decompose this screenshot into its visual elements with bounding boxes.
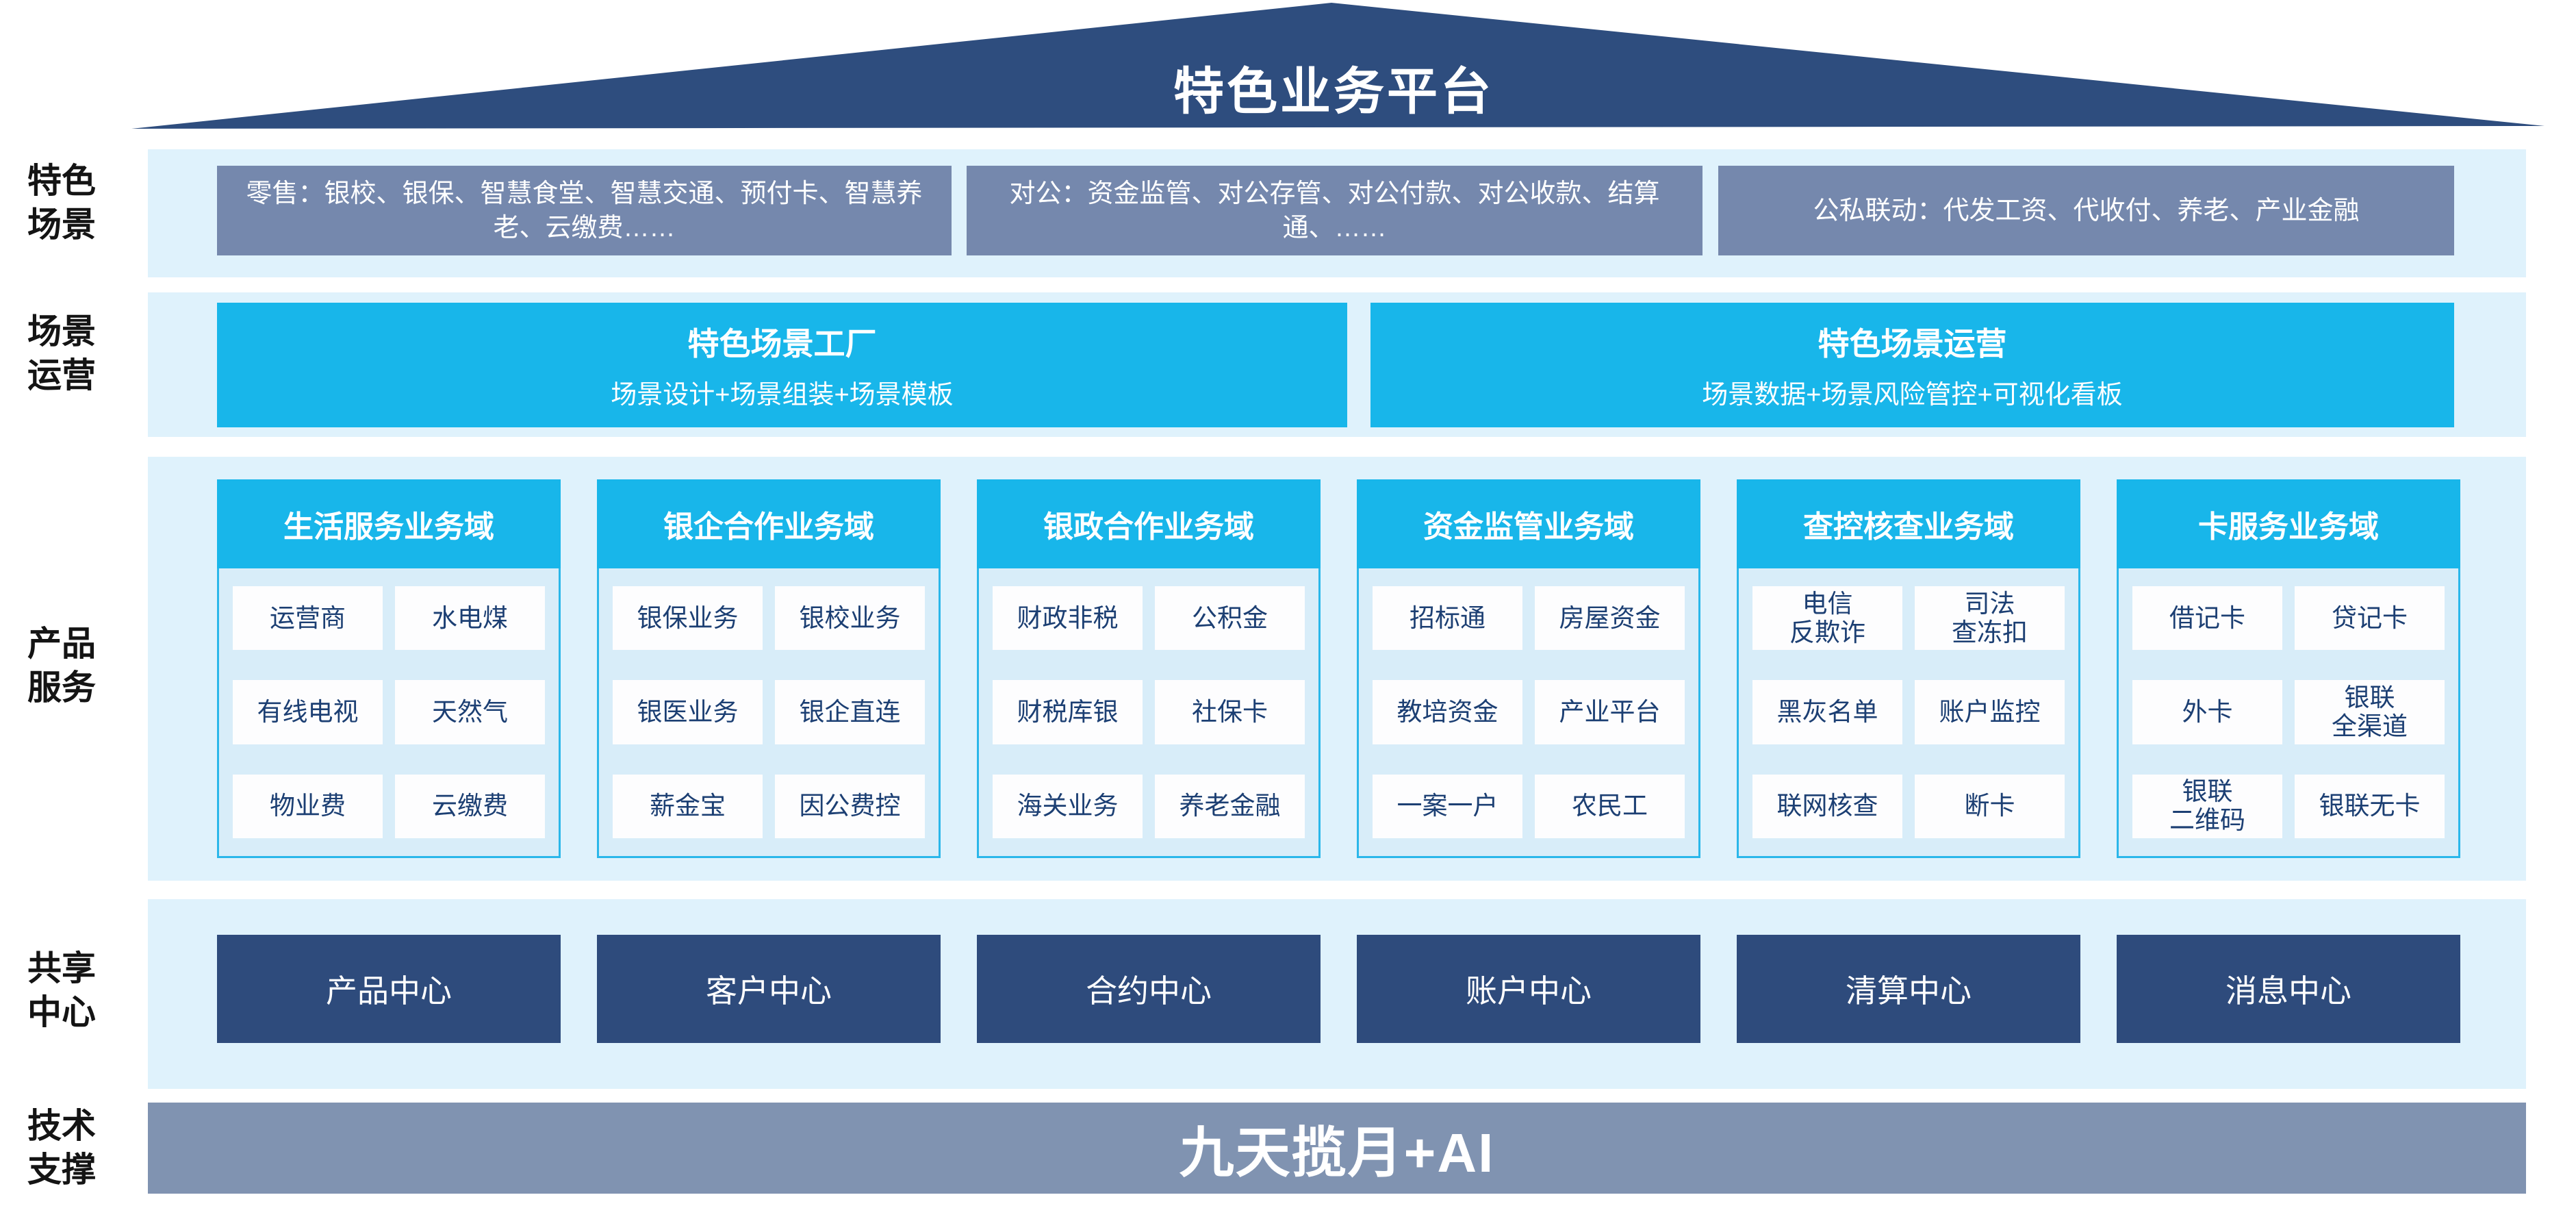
domain-item: 产业平台	[1535, 680, 1685, 744]
center-box-clearing: 清算中心	[1737, 935, 2080, 1043]
domain-item: 云缴费	[395, 774, 545, 838]
domain-bank-enterprise-header: 银企合作业务域	[597, 479, 941, 568]
domain-item: 一案一户	[1373, 774, 1522, 838]
domain-item: 运营商	[233, 586, 383, 651]
scenario-box-public-private: 公私联动：代发工资、代收付、养老、产业金融	[1718, 166, 2454, 255]
scenario-factory-subtitle: 场景设计+场景组装+场景模板	[611, 380, 954, 410]
domain-item: 借记卡	[2132, 586, 2282, 651]
domain-life-services: 生活服务业务域 运营商 水电煤 有线电视 天然气 物业费 云缴费	[217, 479, 561, 858]
domain-item: 薪金宝	[613, 774, 763, 838]
domain-item: 断卡	[1915, 774, 2065, 838]
domain-item: 银联无卡	[2295, 774, 2445, 838]
scenario-factory-title: 特色场景工厂	[687, 326, 877, 362]
domain-item: 贷记卡	[2295, 586, 2445, 651]
tech-support-bar: 九天揽月+AI	[148, 1103, 2526, 1194]
domain-item: 农民工	[1535, 774, 1685, 838]
domain-item: 黑灰名单	[1752, 680, 1902, 744]
domain-bank-government-panel: 财政非税 公积金 财税库银 社保卡 海关业务 养老金融	[977, 568, 1321, 858]
domain-item: 银联 全渠道	[2295, 680, 2445, 744]
domain-fund-supervision-panel: 招标通 房屋资金 教培资金 产业平台 一案一户 农民工	[1357, 568, 1700, 858]
domain-item: 银企直连	[775, 680, 925, 744]
scenario-band: 零售：银校、银保、智慧食堂、智慧交通、预付卡、智慧养老、云缴费…… 对公：资金监…	[148, 149, 2526, 277]
domain-item: 物业费	[233, 774, 383, 838]
center-box-product: 产品中心	[217, 935, 561, 1043]
domain-item: 因公费控	[775, 774, 925, 838]
domain-item: 银医业务	[613, 680, 763, 744]
domain-life-services-header: 生活服务业务域	[217, 479, 561, 568]
domain-item: 银保业务	[613, 586, 763, 651]
scenario-operation-box: 特色场景运营 场景数据+场景风险管控+可视化看板	[1370, 303, 2454, 427]
domain-item: 账户监控	[1915, 680, 2065, 744]
domain-card-services: 卡服务业务域 借记卡 贷记卡 外卡 银联 全渠道 银联 二维码 银联无卡	[2117, 479, 2460, 858]
side-label-scenarios: 特色 场景	[27, 162, 96, 244]
operation-band: 特色场景工厂 场景设计+场景组装+场景模板 特色场景运营 场景数据+场景风险管控…	[148, 292, 2526, 437]
domain-item: 联网核查	[1752, 774, 1902, 838]
domain-item: 财税库银	[993, 680, 1143, 744]
domain-card-services-header: 卡服务业务域	[2117, 479, 2460, 568]
domain-item: 房屋资金	[1535, 586, 1685, 651]
domain-item: 教培资金	[1373, 680, 1522, 744]
side-label-centers: 共享 中心	[27, 949, 96, 1031]
domain-item: 社保卡	[1155, 680, 1305, 744]
domain-item: 银联 二维码	[2132, 774, 2282, 838]
domain-item: 水电煤	[395, 586, 545, 651]
domain-item: 公积金	[1155, 586, 1305, 651]
domain-item: 有线电视	[233, 680, 383, 744]
domain-card-services-panel: 借记卡 贷记卡 外卡 银联 全渠道 银联 二维码 银联无卡	[2117, 568, 2460, 858]
domain-item: 外卡	[2132, 680, 2282, 744]
domain-item: 财政非税	[993, 586, 1143, 651]
domain-item: 天然气	[395, 680, 545, 744]
scenario-factory-box: 特色场景工厂 场景设计+场景组装+场景模板	[217, 303, 1347, 427]
scenario-box-corporate: 对公：资金监管、对公存管、对公付款、对公收款、结算通、……	[967, 166, 1703, 255]
domain-item: 电信 反欺诈	[1752, 586, 1902, 651]
center-box-account: 账户中心	[1357, 935, 1700, 1043]
scenario-operation-title: 特色场景运营	[1818, 326, 2007, 362]
domain-fund-supervision: 资金监管业务域 招标通 房屋资金 教培资金 产业平台 一案一户 农民工	[1357, 479, 1700, 858]
domain-inspection-verification-header: 查控核查业务域	[1737, 479, 2080, 568]
domain-inspection-verification: 查控核查业务域 电信 反欺诈 司法 查冻扣 黑灰名单 账户监控 联网核查 断卡	[1737, 479, 2080, 858]
domain-bank-government: 银政合作业务域 财政非税 公积金 财税库银 社保卡 海关业务 养老金融	[977, 479, 1321, 858]
domain-bank-government-header: 银政合作业务域	[977, 479, 1321, 568]
scenario-box-retail: 零售：银校、银保、智慧食堂、智慧交通、预付卡、智慧养老、云缴费……	[217, 166, 952, 255]
tech-support-label: 九天揽月+AI	[1179, 1122, 1495, 1183]
center-box-customer: 客户中心	[597, 935, 941, 1043]
centers-band: 产品中心 客户中心 合约中心 账户中心 清算中心 消息中心	[148, 899, 2526, 1089]
side-label-operations: 场景 运营	[27, 312, 96, 394]
product-band: 生活服务业务域 运营商 水电煤 有线电视 天然气 物业费 云缴费 银企合作业务域…	[148, 457, 2526, 881]
domain-inspection-verification-panel: 电信 反欺诈 司法 查冻扣 黑灰名单 账户监控 联网核查 断卡	[1737, 568, 2080, 858]
center-box-contract: 合约中心	[977, 935, 1321, 1043]
platform-title: 特色业务平台	[1173, 63, 1494, 120]
domain-bank-enterprise: 银企合作业务域 银保业务 银校业务 银医业务 银企直连 薪金宝 因公费控	[597, 479, 941, 858]
domain-item: 银校业务	[775, 586, 925, 651]
domain-item: 招标通	[1373, 586, 1522, 651]
side-label-tech: 技术 支撑	[27, 1107, 96, 1189]
side-label-products: 产品 服务	[27, 625, 96, 707]
domain-life-services-panel: 运营商 水电煤 有线电视 天然气 物业费 云缴费	[217, 568, 561, 858]
domain-item: 养老金融	[1155, 774, 1305, 838]
domain-item: 海关业务	[993, 774, 1143, 838]
domain-fund-supervision-header: 资金监管业务域	[1357, 479, 1700, 568]
domain-item: 司法 查冻扣	[1915, 586, 2065, 651]
scenario-operation-subtitle: 场景数据+场景风险管控+可视化看板	[1702, 380, 2123, 410]
center-box-message: 消息中心	[2117, 935, 2460, 1043]
domain-bank-enterprise-panel: 银保业务 银校业务 银医业务 银企直连 薪金宝 因公费控	[597, 568, 941, 858]
